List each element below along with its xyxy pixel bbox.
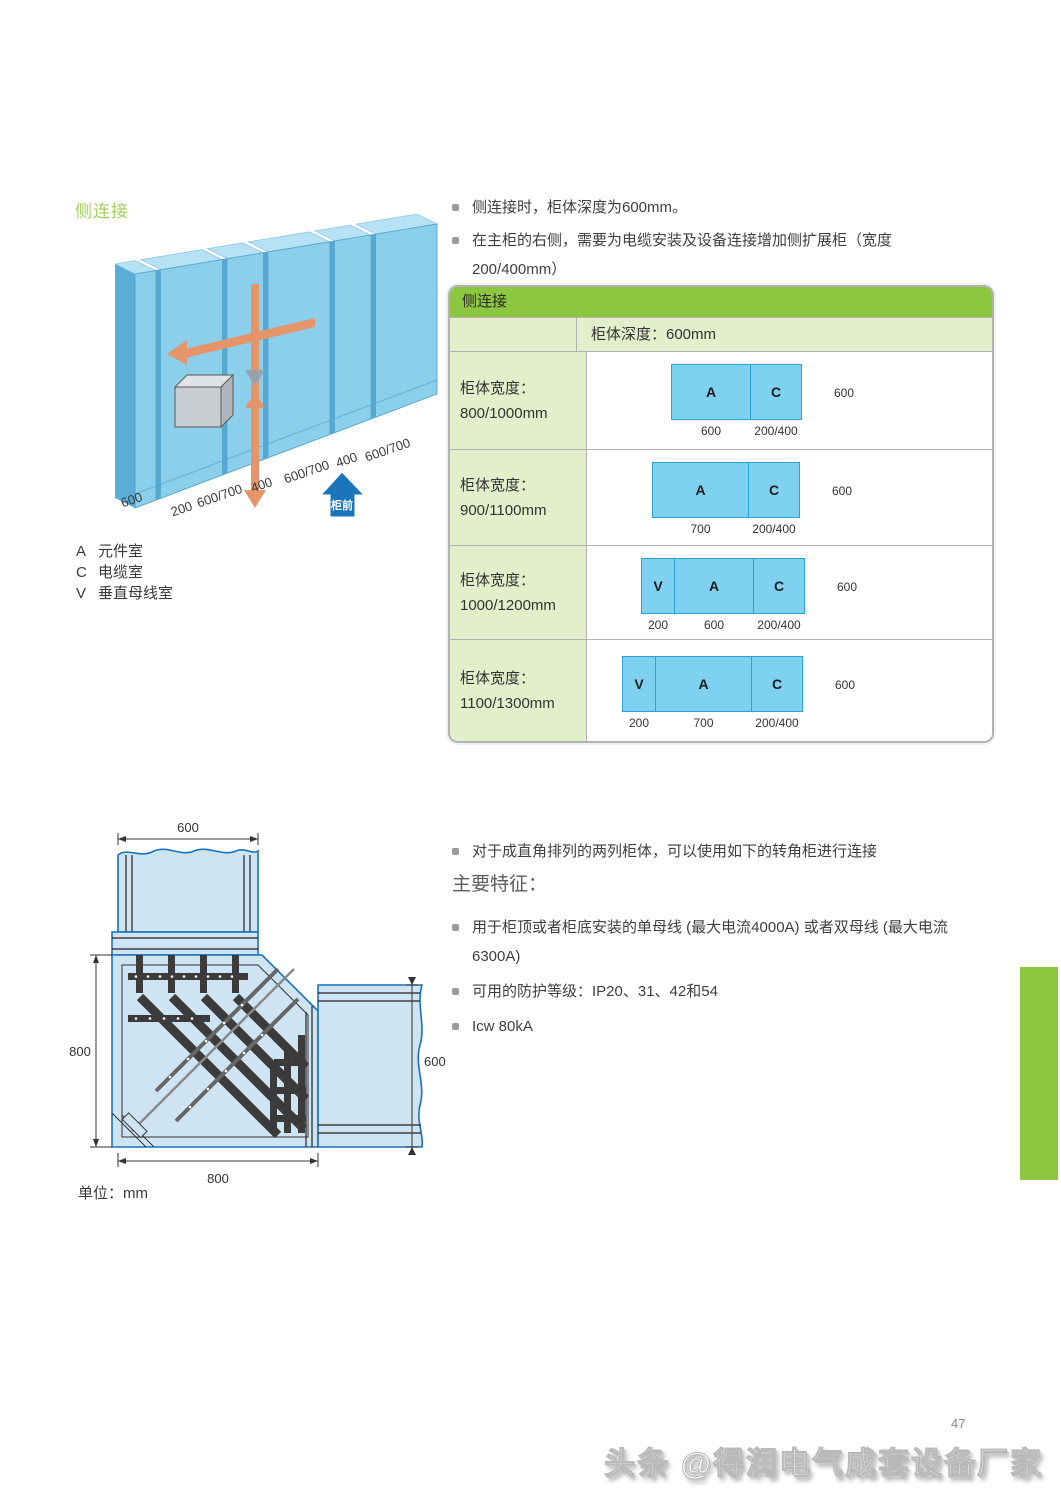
cabinet-top-faces xyxy=(114,213,438,275)
empty-cell xyxy=(450,318,577,351)
note-item: 在主柜的右侧，需要为电缆安装及设备连接增加侧扩展柜（宽度 200/400mm） xyxy=(452,230,997,281)
iso-cabinet-diagram: 柜前 600 200 600/700 400 600/700 400 600/7… xyxy=(114,213,438,519)
cabinet-section-gaps xyxy=(155,234,376,501)
feature-item: Icw 80kA xyxy=(452,1016,1000,1038)
table-header: 侧连接 xyxy=(450,287,992,318)
top-cabinet xyxy=(117,848,259,933)
side-connection-notes: 侧连接时，柜体深度为600mm。 在主柜的右侧，需要为电缆安装及设备连接增加侧扩… xyxy=(452,197,997,292)
svg-text:600: 600 xyxy=(177,820,199,835)
front-arrow-label: 柜前 xyxy=(330,498,353,512)
cabinet-width-cell: 柜体宽度： 1100/1300mm xyxy=(450,640,587,741)
bullet-icon xyxy=(452,848,459,855)
cabinet-width-cell: 柜体宽度： 900/1100mm xyxy=(450,450,587,545)
svg-text:600: 600 xyxy=(119,489,144,510)
table-depth-row: 柜体深度：600mm xyxy=(450,318,992,352)
depth-label: 600 xyxy=(832,484,853,498)
right-cabinet xyxy=(317,984,424,1148)
depth-label: 600 xyxy=(835,678,856,692)
unit-label: 单位：mm xyxy=(78,1185,148,1202)
busbar-assembly xyxy=(121,955,310,1139)
svg-text:600/700: 600/700 xyxy=(195,481,244,510)
dimension-lines: 600 800 800 600 xyxy=(69,820,446,1186)
feature-item: 可用的防护等级：IP20、31、42和54 xyxy=(452,981,1000,1003)
depth-label: 600 xyxy=(837,580,858,594)
cabinet-width-cell: 柜体宽度： 1000/1200mm xyxy=(450,546,587,639)
section-accent-bar xyxy=(1020,967,1058,1180)
features-heading: 主要特征： xyxy=(452,874,548,895)
svg-text:400: 400 xyxy=(249,474,274,495)
corner-cabinet-diagram: 600 800 800 600 xyxy=(69,820,446,1186)
busbar-arrows xyxy=(167,284,315,508)
svg-text:600: 600 xyxy=(424,1054,446,1069)
cabinet-front-face xyxy=(134,223,438,509)
svg-text:600/700: 600/700 xyxy=(282,457,331,486)
cabinet-side-face xyxy=(115,264,135,508)
bullet-icon xyxy=(452,924,459,931)
svg-text:600/700: 600/700 xyxy=(363,435,412,464)
device-cube xyxy=(173,373,235,429)
page-number: 47 xyxy=(951,1416,966,1431)
depth-header-cell: 柜体深度：600mm xyxy=(577,318,992,351)
corner-cabinet-notes: 对于成直角排列的两列柜体，可以使用如下的转角柜进行连接 主要特征： 用于柜顶或者… xyxy=(452,841,1000,1051)
depth-label: 600 xyxy=(834,386,855,400)
bullet-icon xyxy=(452,988,459,995)
svg-text:200: 200 xyxy=(169,498,194,519)
svg-text:800: 800 xyxy=(207,1171,229,1186)
bullet-icon xyxy=(452,237,459,244)
cabinet-width-cell: 柜体宽度： 800/1000mm xyxy=(450,352,587,449)
section-title: 侧连接 xyxy=(75,202,129,221)
feature-item: 用于柜顶或者柜底安装的单母线 (最大电流4000A) 或者双母线 (最大电流 6… xyxy=(452,917,1000,968)
bullet-icon xyxy=(452,1023,459,1030)
svg-text:800: 800 xyxy=(69,1044,91,1059)
note-item: 对于成直角排列的两列柜体，可以使用如下的转角柜进行连接 xyxy=(452,841,1000,863)
bullet-icon xyxy=(452,204,459,211)
front-direction-arrow: 柜前 xyxy=(319,471,366,518)
svg-text:400: 400 xyxy=(334,449,359,470)
plinth-line xyxy=(134,379,438,495)
note-item: 侧连接时，柜体深度为600mm。 xyxy=(452,197,997,219)
watermark: 头条 @得润电气成套设备厂家 xyxy=(604,1446,1043,1482)
